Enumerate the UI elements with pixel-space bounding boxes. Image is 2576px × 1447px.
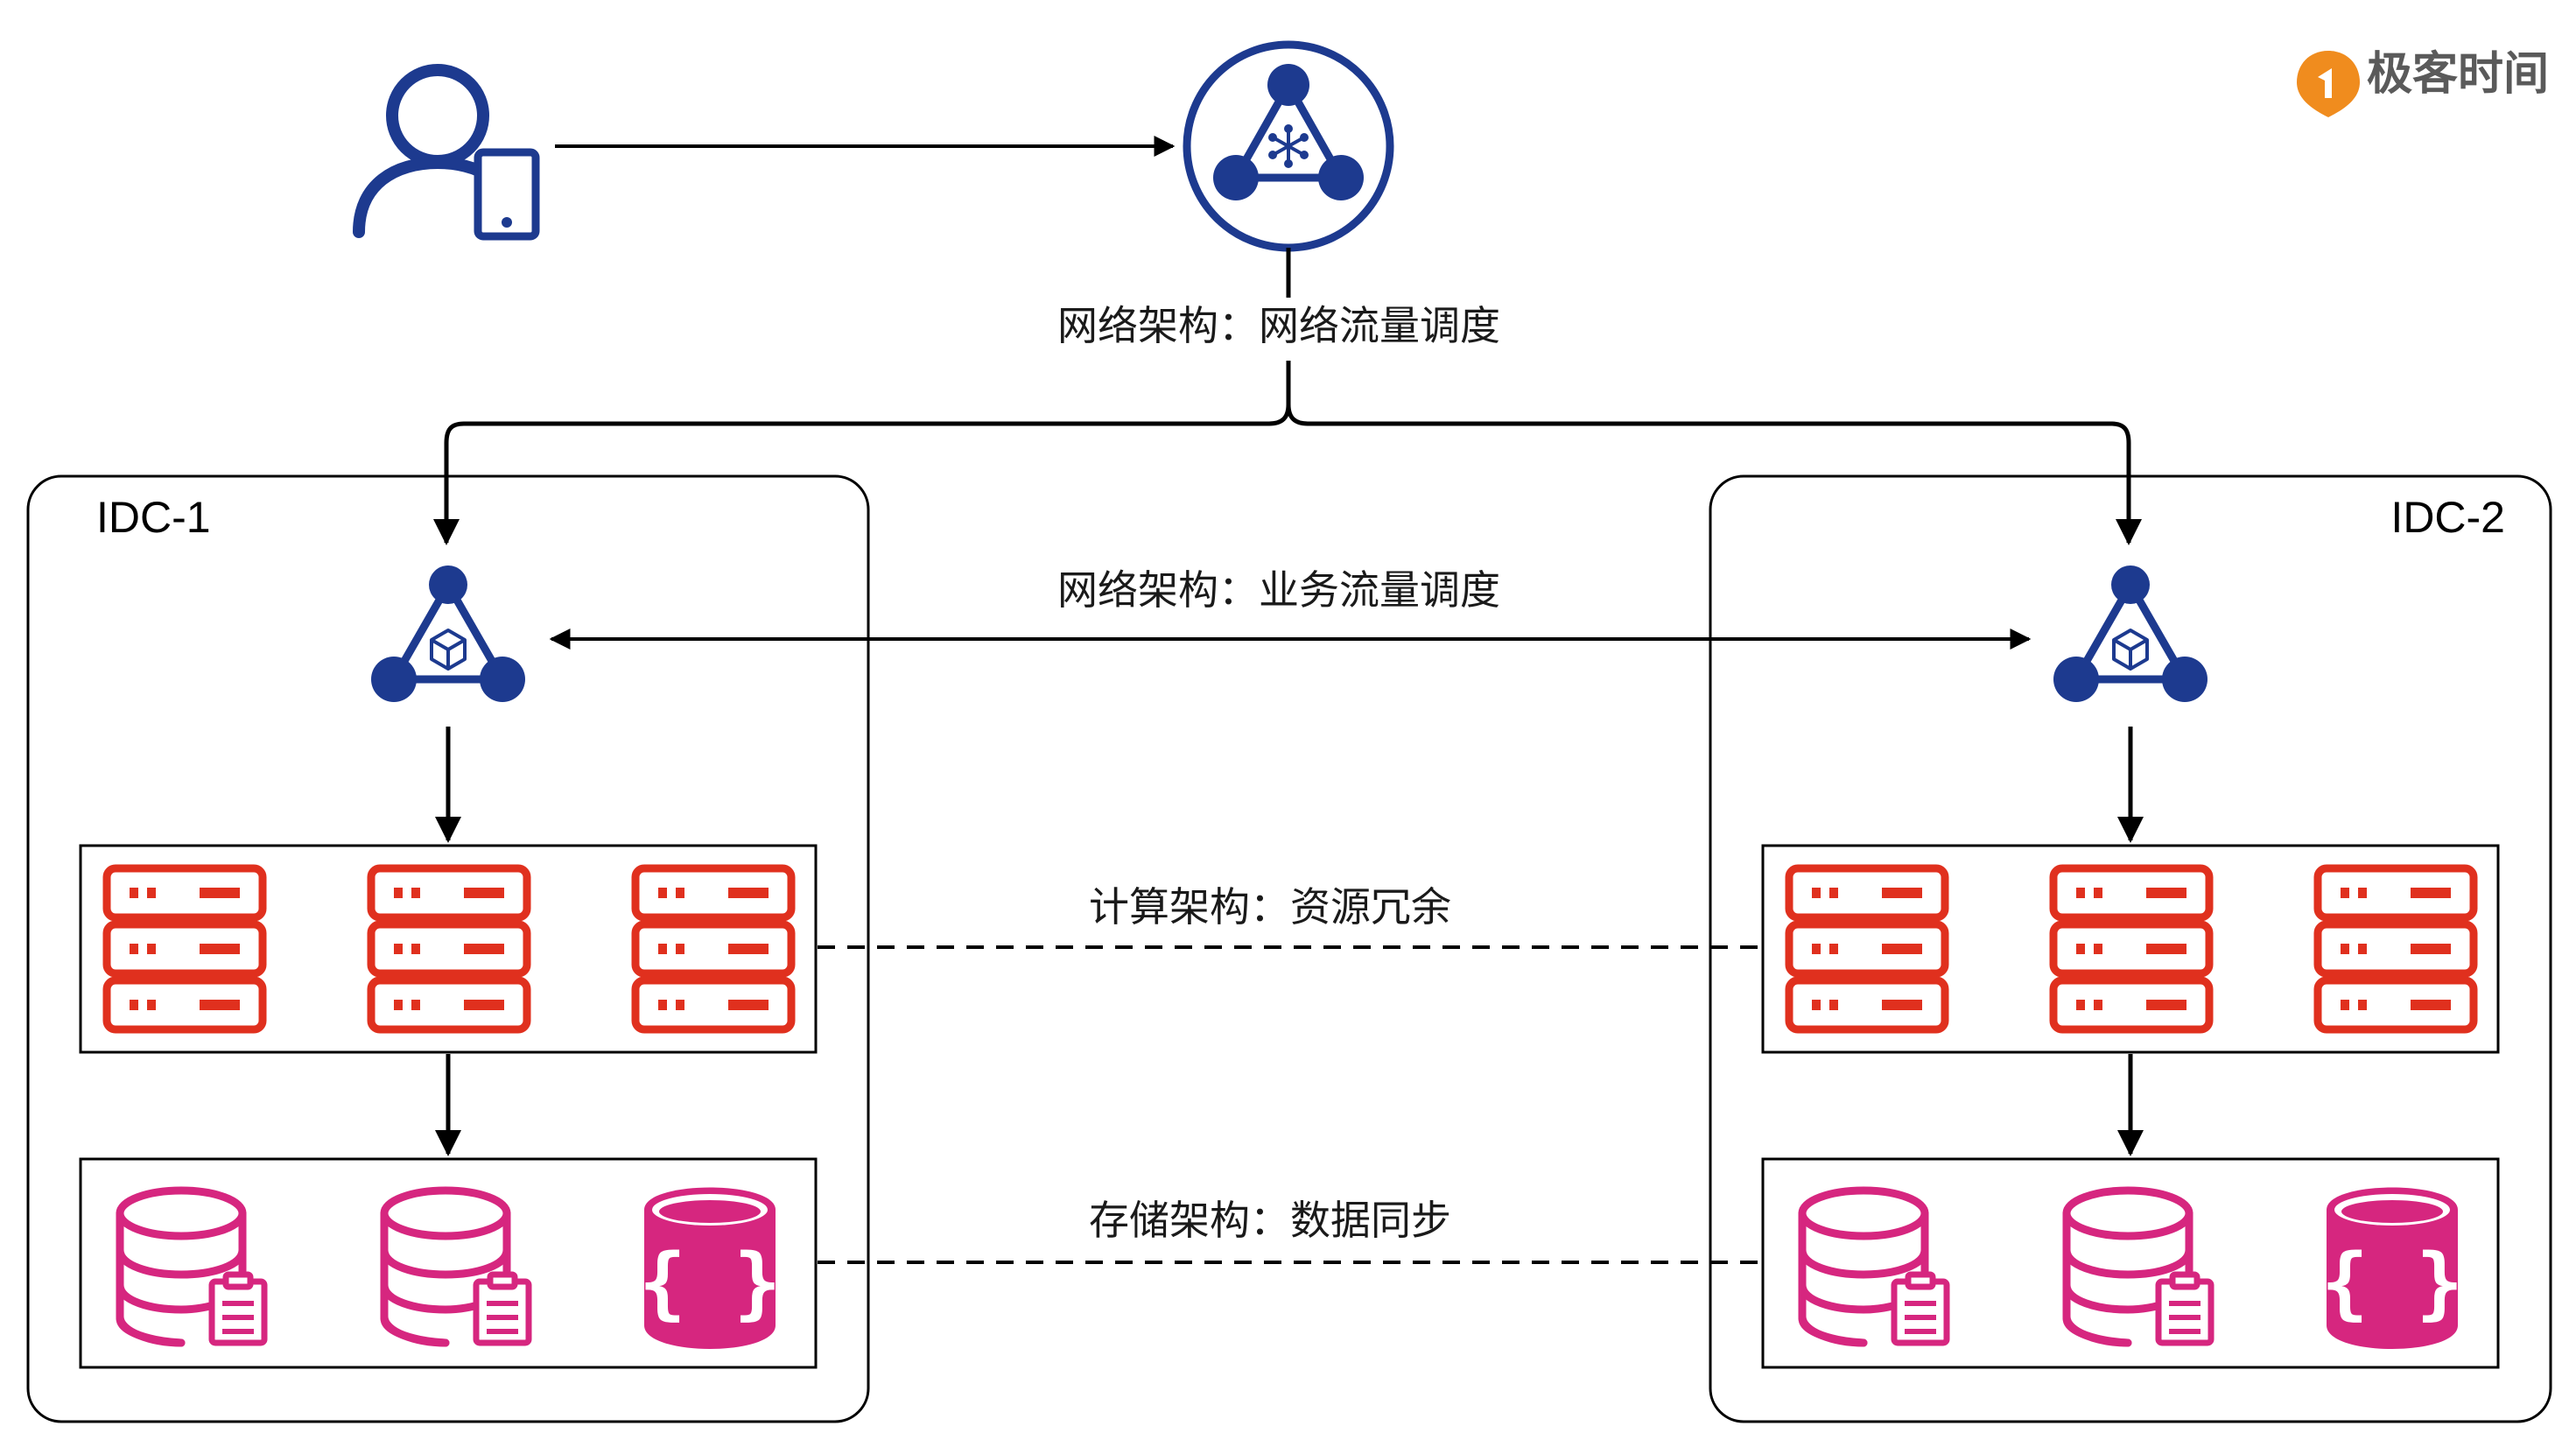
label-business-traffic: 网络架构：业务流量调度 (1057, 566, 1500, 614)
server-rack-icon (371, 868, 527, 1029)
scheduler-split-connector (433, 248, 2142, 545)
idc-1-router-icon (371, 565, 525, 702)
brand-logo: 极客时间 (2297, 48, 2549, 117)
server-rack-icon (635, 868, 791, 1029)
document-database-icon (638, 1187, 782, 1349)
label-network-traffic: 网络架构：网络流量调度 (1057, 302, 1500, 349)
server-rack-icon (2053, 868, 2209, 1029)
database-icon (2067, 1191, 2211, 1343)
idc-1-compute-group (79, 844, 818, 1054)
idc-1-container (26, 474, 870, 1423)
idc-1-label: IDC-1 (96, 493, 211, 542)
label-storage: 存储架构：数据同步 (1089, 1197, 1451, 1244)
idc-2-router-icon (2053, 565, 2207, 702)
idc-2-compute-group (1761, 844, 2500, 1054)
idc-1-storage-group (79, 1157, 818, 1369)
idc-2-storage-group (1761, 1157, 2500, 1369)
global-traffic-scheduler-icon (1183, 40, 1394, 252)
database-icon (1802, 1191, 1947, 1343)
server-rack-icon (1789, 868, 1945, 1029)
database-icon (120, 1191, 264, 1343)
document-database-icon (2320, 1187, 2464, 1349)
user-with-mobile-icon (353, 64, 540, 241)
label-compute: 计算架构：资源冗余 (1089, 883, 1451, 931)
server-rack-icon (107, 868, 263, 1029)
database-icon (384, 1191, 529, 1343)
idc-2-label: IDC-2 (2390, 493, 2505, 542)
brand-name: 极客时间 (2367, 48, 2549, 101)
server-rack-icon (2318, 868, 2474, 1029)
